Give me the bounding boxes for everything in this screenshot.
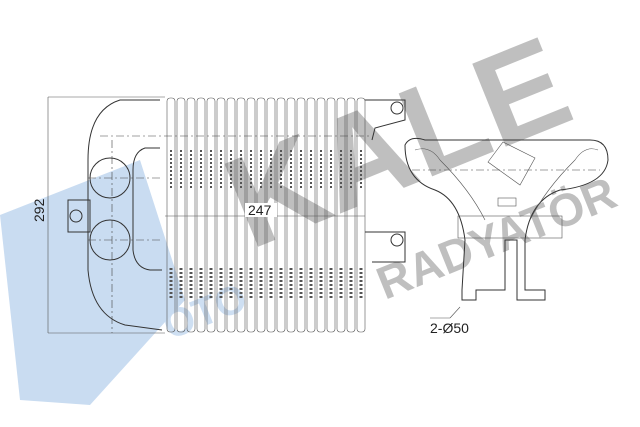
fin-tube [296, 97, 306, 333]
fin-tube [196, 97, 206, 333]
right-brackets [365, 99, 406, 263]
fin-tube [226, 97, 236, 333]
fin-tube [166, 97, 176, 333]
fin-tube [186, 97, 196, 333]
fin-tube [346, 97, 356, 333]
blue-logo-shape [0, 160, 185, 405]
fin-tube [326, 97, 336, 333]
outlet-diameter-label: 2-Ø50 [430, 320, 469, 336]
fin-tube [286, 97, 296, 333]
left-tank [67, 99, 163, 333]
fin-tube [316, 97, 326, 333]
fin-tube [356, 97, 366, 333]
side-view-tank: 2-Ø50 [404, 137, 609, 336]
core-fins [166, 97, 366, 333]
fin-tube [176, 97, 186, 333]
fin-tube [206, 97, 216, 333]
watermark-logo: KALE RADYATÖR OTO [0, 8, 623, 405]
fin-tube [306, 97, 316, 333]
width-label: 247 [248, 202, 272, 218]
height-dimension: 292 [31, 96, 165, 334]
fin-tube [216, 97, 226, 333]
fin-tube [336, 97, 346, 333]
height-label: 292 [31, 198, 47, 222]
